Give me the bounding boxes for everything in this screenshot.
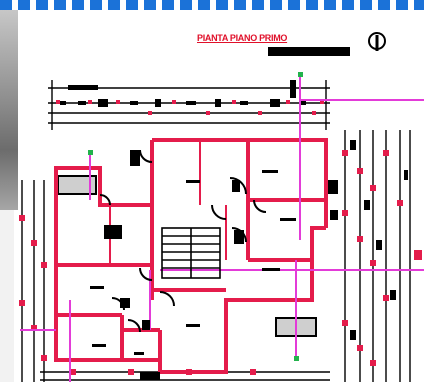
dimension-lines-right — [344, 130, 411, 382]
dimension-ticks-right — [350, 140, 408, 340]
inner-wall-thin — [109, 140, 227, 265]
title-bar — [268, 47, 350, 56]
fixtures — [120, 150, 338, 380]
axis-lines — [20, 75, 424, 382]
dimension-lines-left — [21, 180, 45, 382]
room-labels — [90, 170, 296, 355]
dimension-ticks-top — [60, 80, 306, 107]
north-arrow-icon — [368, 32, 386, 51]
side-thumbnail — [0, 10, 18, 210]
dimension-marks-red — [56, 100, 324, 115]
dashed-top-border — [0, 0, 424, 10]
axis-markers — [88, 72, 303, 361]
staircase — [161, 227, 221, 279]
walls — [54, 138, 328, 374]
side-strip — [0, 210, 14, 382]
terrace-hatching — [57, 175, 317, 337]
dimension-marks-right — [342, 150, 422, 366]
plan-title: PIANTA PIANO PRIMO — [197, 33, 288, 43]
dimension-marks-left — [19, 215, 47, 361]
